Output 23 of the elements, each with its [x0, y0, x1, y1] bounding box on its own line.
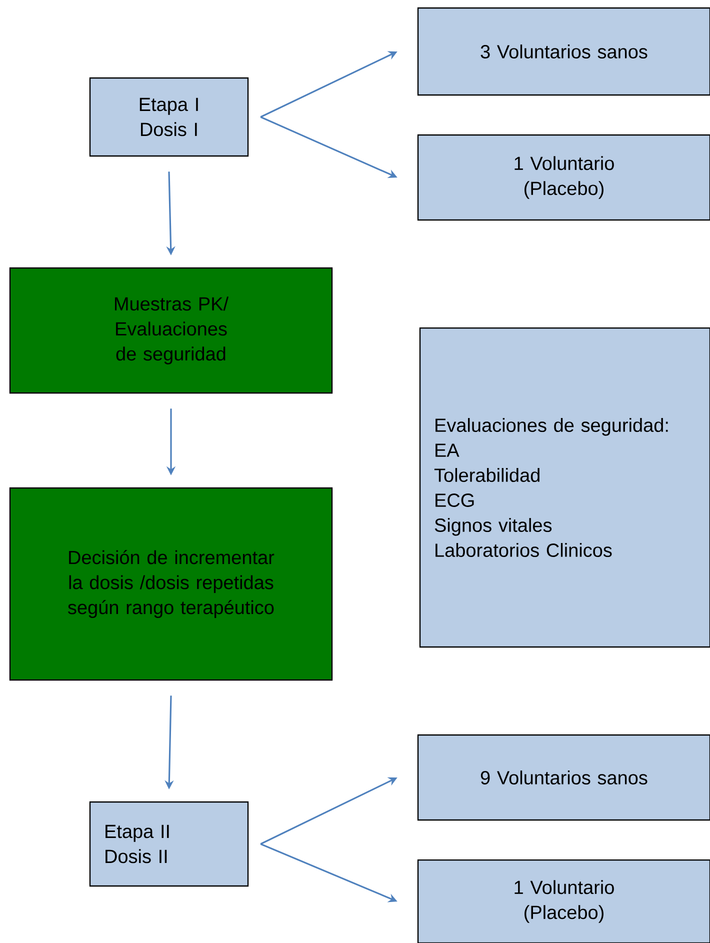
- process-box: [89, 77, 249, 157]
- node-label: Signos vitales: [434, 518, 552, 536]
- node-label: Decisión de incrementar la dosis /dosis repetidas según rango terapéutico: [68, 550, 274, 618]
- process-box: [9, 267, 333, 394]
- node-label: ECG: [436, 494, 474, 507]
- process-box: [417, 734, 710, 821]
- process-box: [417, 134, 710, 221]
- node-label: 1 Voluntario (Placebo): [514, 156, 614, 199]
- node-label: 9 Voluntarios sanos: [480, 770, 648, 784]
- process-box: [89, 801, 249, 887]
- node-label: Etapa II Dosis II: [106, 824, 169, 864]
- node-label: Muestras PK/ Evaluaciones de seguridad: [115, 296, 229, 364]
- process-box: [417, 859, 710, 943]
- node-label: Tolerabilidad: [434, 468, 540, 482]
- node-label: Evaluaciones de seguridad:: [436, 418, 668, 436]
- process-box: [419, 327, 710, 648]
- node-label: Laboratorios Clinicos: [436, 543, 612, 557]
- process-box: [9, 487, 333, 681]
- node-label: Etapa I Dosis I: [140, 98, 198, 136]
- node-label: 1 Voluntario (Placebo): [514, 880, 614, 923]
- process-box: [417, 7, 710, 96]
- node-label: 3 Voluntarios sanos: [480, 44, 648, 58]
- node-label: EA: [436, 444, 460, 457]
